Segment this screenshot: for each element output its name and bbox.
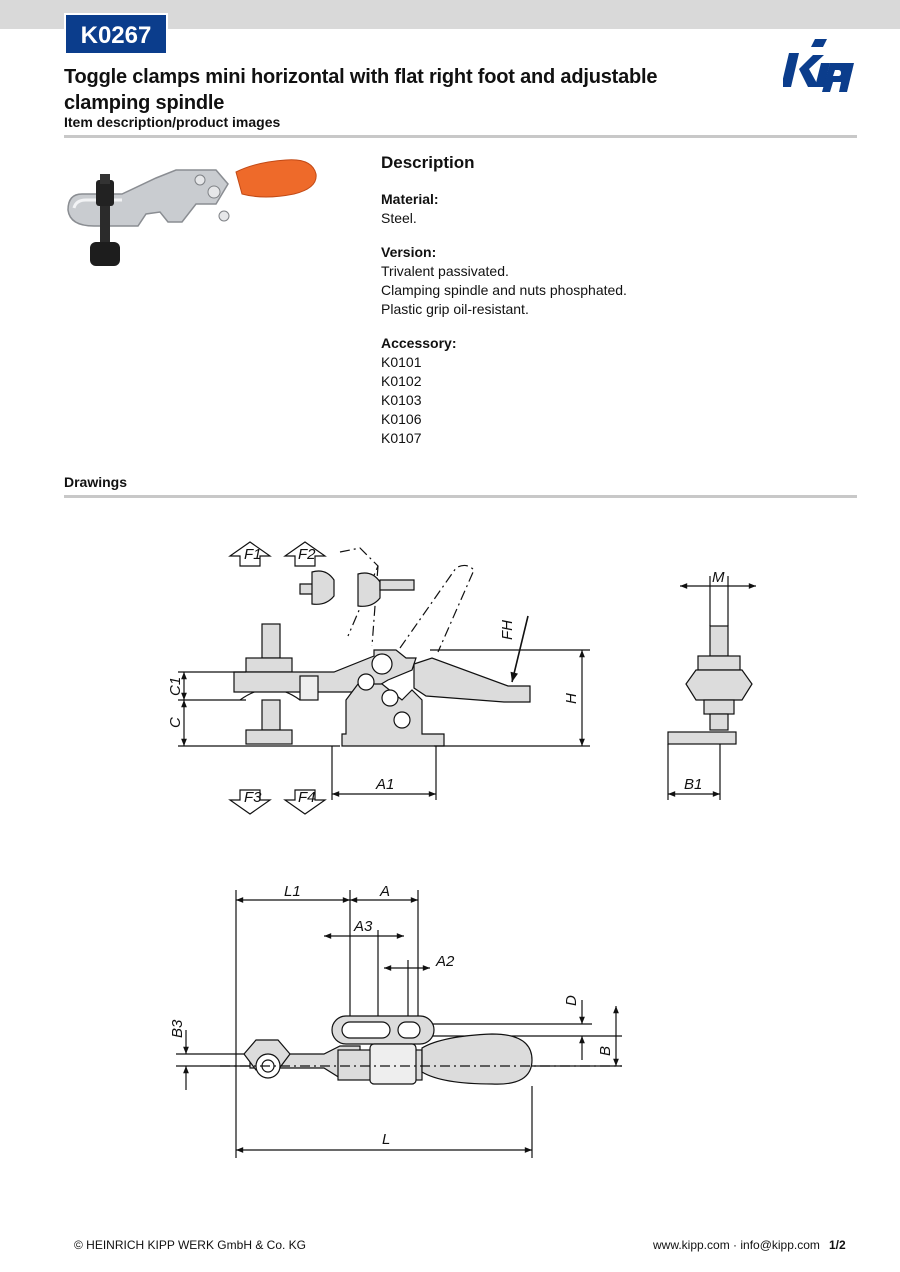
accessory-item: K0103 <box>381 392 422 408</box>
dim-label-f2: F2 <box>298 546 316 563</box>
footer-contact: www.kipp.com · info@kipp.com <box>653 1238 820 1252</box>
dim-label-f3: F3 <box>244 789 262 806</box>
force-arrow-f4 <box>283 789 327 815</box>
material-label: Material: <box>381 191 439 207</box>
dim-label-d: D <box>563 995 580 1006</box>
footer-page-number: 1/2 <box>829 1238 846 1252</box>
version-line: Clamping spindle and nuts phosphated. <box>381 282 627 298</box>
dim-label-l: L <box>382 1131 390 1148</box>
dim-label-a1: A1 <box>375 776 394 793</box>
version-label: Version: <box>381 244 437 260</box>
dim-label-l1: L1 <box>284 883 301 900</box>
side-view <box>178 541 590 815</box>
product-photo <box>64 150 324 275</box>
dim-label-fh: FH <box>499 620 516 640</box>
product-photo-grip <box>235 159 317 198</box>
force-arrow-f3 <box>228 789 272 815</box>
dim-label-m: M <box>712 569 725 586</box>
dim-label-f1: F1 <box>244 546 262 563</box>
accessory-item: K0106 <box>381 411 422 427</box>
dim-label-a3: A3 <box>353 918 373 935</box>
accessory-item: K0107 <box>381 430 422 446</box>
dim-label-b1: B1 <box>684 776 702 793</box>
dim-label-c1: C1 <box>167 677 184 696</box>
accessory-label: Accessory: <box>381 335 457 351</box>
description-panel: Description Material: Steel. Version: Tr… <box>381 153 831 463</box>
description-heading: Description <box>381 153 475 172</box>
technical-drawing: F1 F2 F3 F4 FH C1 C H A1 M B1 L1 A A3 A2… <box>167 541 757 1158</box>
dimension-labels: F1 F2 F3 F4 FH C1 C H A1 M B1 L1 A A3 A2… <box>167 546 725 1148</box>
dim-label-c: C <box>167 717 184 728</box>
header-divider <box>64 135 857 138</box>
product-code-badge: K0267 <box>64 13 168 55</box>
version-line: Trivalent passivated. <box>381 263 509 279</box>
material-value: Steel. <box>381 210 417 226</box>
accessory-item: K0101 <box>381 354 422 370</box>
dim-label-b3: B3 <box>169 1019 186 1038</box>
top-view <box>176 890 622 1158</box>
force-arrow-f1 <box>228 541 272 567</box>
kipp-logo-icon <box>783 39 854 92</box>
force-arrow-f2 <box>283 541 327 567</box>
accessory-item: K0102 <box>381 373 422 389</box>
dim-label-h: H <box>563 693 580 704</box>
dim-label-a2: A2 <box>435 953 455 970</box>
version-line: Plastic grip oil-resistant. <box>381 301 529 317</box>
page-title: Toggle clamps mini horizontal with flat … <box>64 66 658 114</box>
drawings-label: Drawings <box>64 474 128 490</box>
drawings-divider <box>64 495 857 498</box>
footer-copyright: © HEINRICH KIPP WERK GmbH & Co. KG <box>74 1238 306 1252</box>
dim-label-f4: F4 <box>298 789 316 806</box>
open-position-spindle <box>299 570 415 607</box>
dim-label-a: A <box>379 883 390 900</box>
dim-label-b: B <box>597 1046 614 1056</box>
front-view <box>667 576 757 800</box>
section-subtitle: Item description/product images <box>64 114 281 130</box>
product-photo-spindle <box>90 174 120 266</box>
